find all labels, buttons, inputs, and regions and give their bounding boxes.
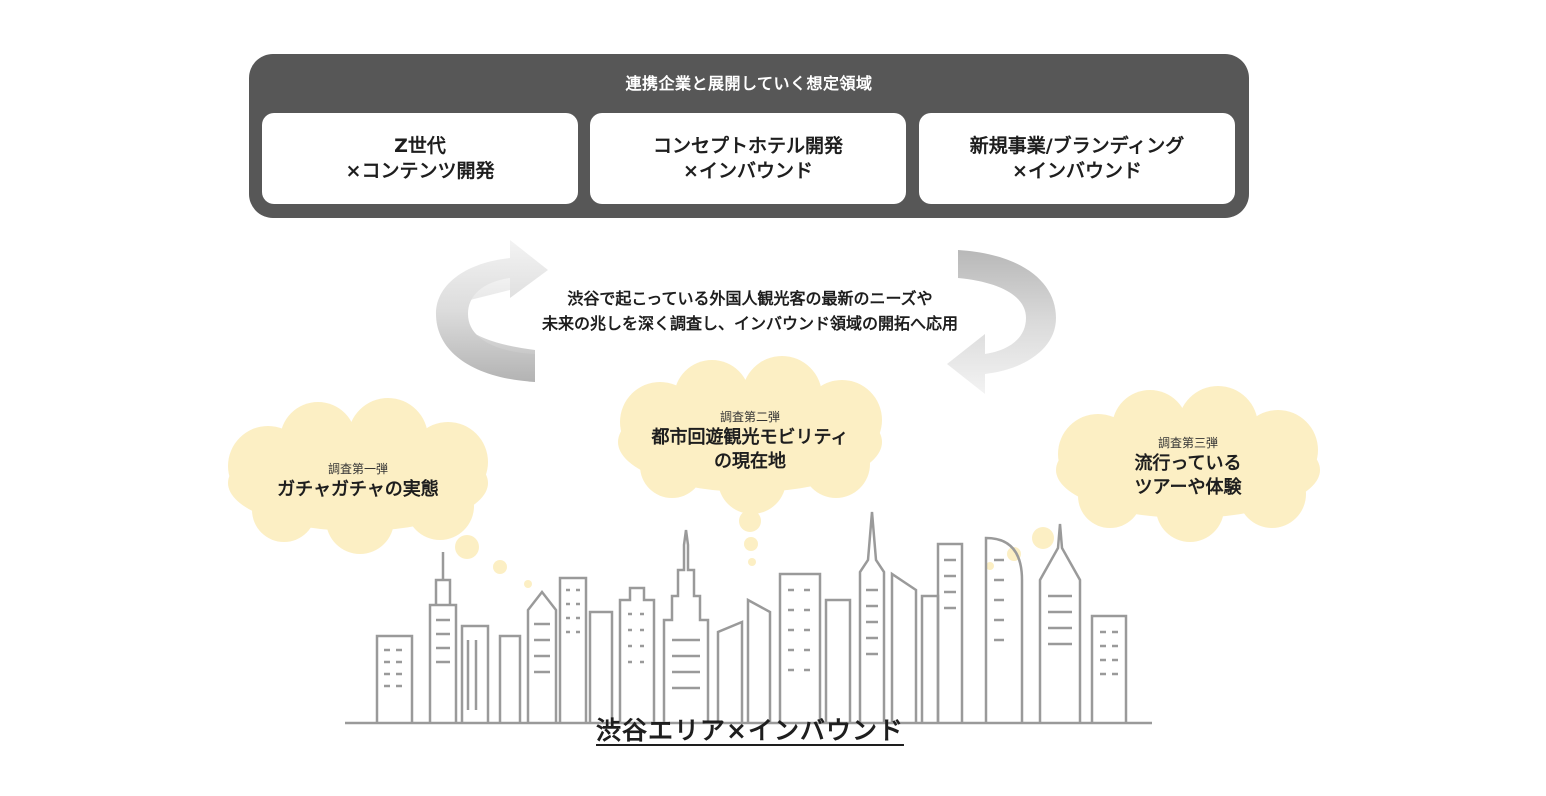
bubble-title-line1: ガチャガチャの実態 [277,479,439,500]
bubble-2-text: 調査第二弾 都市回遊観光モビリティ の現在地 [620,408,880,474]
card-line2: ×コンテンツ開発 [345,159,495,182]
domain-card-branding: 新規事業/ブランディング ×インバウンド [919,113,1235,204]
cloud-bubble-3-icon [986,386,1320,570]
cycle-arrow-right-icon [947,250,1056,394]
panel-title: 連携企業と展開していく想定領域 [625,74,873,93]
cityscape-illustration [345,511,1152,725]
card-line2: ×インバウンド [683,159,813,182]
cycle-line1: 渋谷で起こっている外国人観光客の最新のニーズや [567,289,933,308]
card-line1: Z世代 [394,134,446,157]
bubble-title-line2: ツアーや体験 [1134,477,1242,498]
bubble-label: 調査第三弾 [1157,436,1218,450]
card-line2: ×インバウンド [1012,159,1142,182]
bubble-3-text: 調査第三弾 流行っている ツアーや体験 [1068,434,1308,500]
bubble-title-line1: 流行っている [1134,453,1242,474]
card-line1: 新規事業/ブランディング [969,134,1185,157]
bubble-label: 調査第一弾 [327,462,388,476]
bubble-title-line2: の現在地 [714,451,786,472]
bubble-1-text: 調査第一弾 ガチャガチャの実態 [238,460,478,502]
domain-card-hotel: コンセプトホテル開発 ×インバウンド [590,113,906,204]
card-line1: コンセプトホテル開発 [652,134,843,157]
cycle-description: 渋谷で起こっている外国人観光客の最新のニーズや 未来の兆しを深く調査し、インバウ… [440,286,1060,336]
cloud-bubble-1-icon [228,398,532,588]
bubble-title-line1: 都市回遊観光モビリティ [651,427,849,448]
cloud-bubble-2-icon [618,356,882,566]
domain-card-genz: Z世代 ×コンテンツ開発 [262,113,578,204]
cycle-arrow-left-icon [436,240,548,382]
bubble-label: 調査第二弾 [719,410,780,424]
partner-domains-panel: 連携企業と展開していく想定領域 Z世代 ×コンテンツ開発 コンセプトホテル開発 … [249,54,1249,218]
footer-title: 渋谷エリア×インバウンド [596,716,904,745]
cycle-line2: 未来の兆しを深く調査し、インバウンド領域の開拓へ応用 [541,314,958,333]
